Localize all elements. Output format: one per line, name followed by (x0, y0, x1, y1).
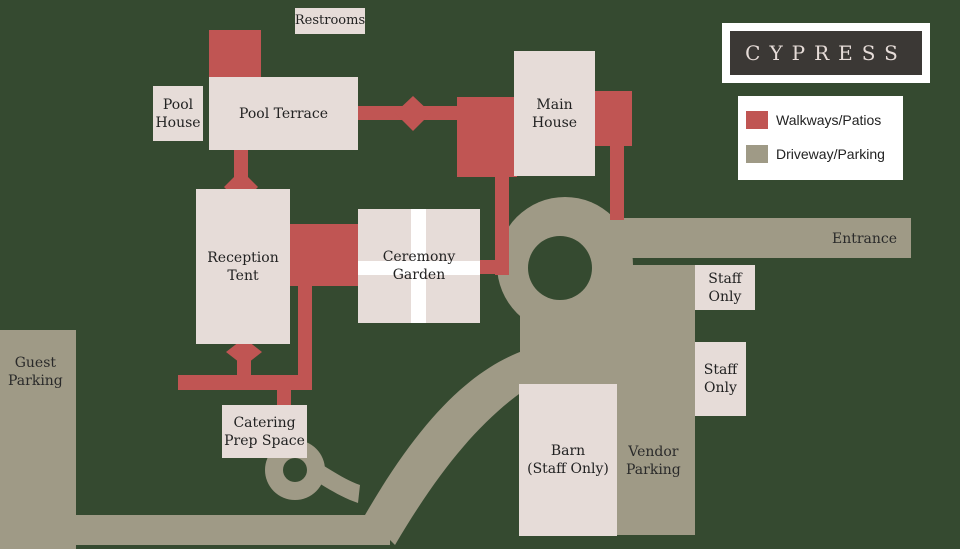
walk-diamond-1 (395, 96, 431, 131)
legend-driveway: Driveway/Parking (746, 145, 885, 163)
entrance-road (600, 218, 911, 258)
cypress-logo: CYPRESS (722, 23, 930, 83)
walkway-swatch (746, 111, 768, 129)
catering-prep-space: Catering Prep Space (222, 405, 307, 458)
legend-walkways-label: Walkways/Patios (776, 112, 882, 128)
tent-east-walk (298, 284, 312, 390)
pool-house: Pool House (153, 86, 203, 141)
staff-only-building-1: Staff Only (695, 265, 755, 310)
walkway-layer (178, 30, 632, 408)
legend-driveway-label: Driveway/Parking (776, 146, 885, 162)
restroom-walk (209, 30, 261, 80)
garden-east-walk (478, 260, 498, 274)
main-house-patio-east (592, 91, 632, 146)
garden-cross-horizontal (358, 261, 480, 275)
main-house-patio-west (457, 97, 517, 177)
guest-parking-lot (0, 330, 76, 549)
restrooms: Restrooms (295, 8, 365, 34)
staff-only-building-2: Staff Only (695, 342, 746, 416)
ceremony-garden: Ceremony Garden (358, 209, 480, 323)
guest-parking-label: Guest Parking (8, 355, 63, 389)
tent-patio (289, 224, 361, 286)
entrance-walk (610, 140, 624, 220)
logo-text: CYPRESS (730, 31, 922, 75)
driveway-bottom (30, 515, 390, 545)
main-house: Main House (514, 51, 595, 176)
reception-tent: Reception Tent (196, 189, 290, 344)
entrance-label: Entrance (832, 231, 898, 247)
catering-walk (178, 375, 312, 390)
barn: Barn (Staff Only) (519, 384, 617, 536)
roundabout-island-small (283, 458, 307, 482)
pool-terrace: Pool Terrace (209, 77, 358, 150)
legend-walkways: Walkways/Patios (746, 111, 881, 129)
tent-south-walk (237, 345, 251, 377)
driveway-curve (365, 350, 540, 545)
vendor-parking-label: Vendor Parking (626, 444, 681, 478)
map-legend: Walkways/Patios Driveway/Parking (738, 96, 903, 180)
catering-connector (277, 388, 291, 408)
roundabout-island (528, 236, 592, 300)
ceremony-garden-label: Ceremony Garden (382, 249, 456, 283)
house-to-garden-walk (495, 170, 509, 275)
driveway-swatch (746, 145, 768, 163)
